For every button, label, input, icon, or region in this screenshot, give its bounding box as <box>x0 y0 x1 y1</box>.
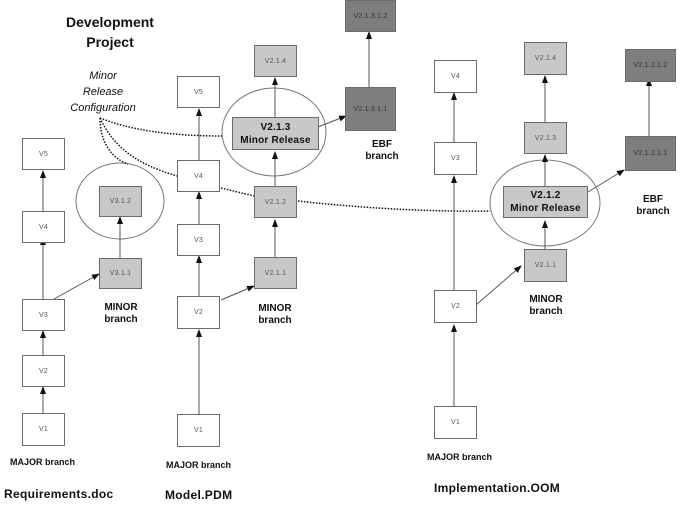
minor-branch-label: MINOR branch <box>96 302 146 326</box>
minor-version-box[interactable]: V2.1.2 <box>254 186 297 218</box>
ebf-version-box[interactable]: V2.1.3.1.1 <box>345 87 396 131</box>
minor-version-box[interactable]: V2.1.4 <box>524 42 567 75</box>
ebf-branch-label: EBF branch <box>357 139 407 163</box>
ebf-version-box[interactable]: V2.1.2.1.2 <box>625 49 676 82</box>
config-line-to-impl-release <box>297 200 491 212</box>
document-name: Requirements.doc <box>4 487 114 501</box>
config-line-to-model-v4 <box>99 117 178 177</box>
minor-release-box[interactable]: V2.1.2 Minor Release <box>503 186 588 218</box>
arrow-impl-v2-v2-1-1 <box>475 265 522 306</box>
title-line: Project <box>86 34 134 50</box>
release-ellipse-v2-1-3 <box>221 87 327 177</box>
label-line: branch <box>529 306 563 317</box>
config-line-v4-to-v2-1-2 <box>220 187 255 197</box>
version-box[interactable]: V1 <box>22 413 65 446</box>
minor-version-box[interactable]: V2.1.1 <box>524 249 567 282</box>
version-box[interactable]: V3 <box>22 299 65 331</box>
config-line-to-v2-1-3 <box>99 117 223 137</box>
version-box[interactable]: V4 <box>434 60 477 93</box>
major-branch-label: MAJOR branch <box>10 457 76 467</box>
minor-release-box[interactable]: V2.1.3 Minor Release <box>232 117 319 150</box>
version-box[interactable]: V5 <box>177 76 220 108</box>
arrow-model-v2-v2-1-1 <box>220 285 255 301</box>
annotation-line: Configuration <box>70 102 136 114</box>
title-line: Development <box>66 14 154 30</box>
ebf-branch-label: EBF branch <box>628 194 678 218</box>
annotation-line: Minor <box>89 70 117 82</box>
version-box[interactable]: V3 <box>177 224 220 256</box>
release-subtitle: Minor Release <box>240 134 311 146</box>
config-line-to-v3-1-2 <box>99 117 129 165</box>
label-line: EBF <box>643 194 663 205</box>
major-branch-label: MAJOR branch <box>166 460 232 470</box>
arrow-model-v2-1-3-ebf <box>317 115 347 128</box>
arrow-req-v3-v3-1-1 <box>53 273 100 300</box>
version-box[interactable]: V1 <box>434 406 477 439</box>
minor-release-configuration-label: Minor Release Configuration <box>68 68 138 116</box>
version-box[interactable]: V1 <box>177 414 220 447</box>
version-box[interactable]: V2 <box>177 296 220 329</box>
version-box[interactable]: V4 <box>22 211 65 243</box>
minor-version-box[interactable]: V2.1.3 <box>524 122 567 154</box>
label-line: MINOR <box>529 294 563 305</box>
ebf-version-box[interactable]: V2.1.2.1.1 <box>625 136 676 171</box>
release-subtitle: Minor Release <box>510 203 581 214</box>
label-line: branch <box>104 314 138 325</box>
version-box[interactable]: V2 <box>434 290 477 323</box>
document-name: Model.PDM <box>165 488 233 502</box>
minor-version-box[interactable]: V2.1.4 <box>254 45 297 77</box>
version-box[interactable]: V5 <box>22 138 65 170</box>
minor-branch-label: MINOR branch <box>521 294 571 318</box>
label-line: MINOR <box>258 303 292 314</box>
document-name: Implementation.OOM <box>434 481 561 495</box>
ebf-version-box[interactable]: V2.1.3.1.2 <box>345 0 396 32</box>
version-box[interactable]: V2 <box>22 355 65 387</box>
version-box[interactable]: V4 <box>177 160 220 192</box>
annotation-line: Release <box>82 86 124 98</box>
minor-branch-label: MINOR branch <box>250 303 300 327</box>
label-line: branch <box>365 151 399 162</box>
major-branch-label: MAJOR branch <box>427 452 493 462</box>
label-line: branch <box>636 206 670 217</box>
release-title: V2.1.3 <box>260 121 291 133</box>
release-title: V2.1.2 <box>530 190 561 201</box>
label-line: MINOR <box>104 302 138 313</box>
label-line: branch <box>258 315 292 326</box>
label-line: EBF <box>372 139 392 150</box>
minor-version-box[interactable]: V3.1.2 <box>99 186 142 217</box>
version-box[interactable]: V3 <box>434 142 477 175</box>
minor-version-box[interactable]: V3.1.1 <box>99 258 142 289</box>
diagram-title: Development Project <box>55 12 165 52</box>
arrow-impl-v2-1-2-ebf <box>587 169 625 193</box>
minor-version-box[interactable]: V2.1.1 <box>254 257 297 289</box>
